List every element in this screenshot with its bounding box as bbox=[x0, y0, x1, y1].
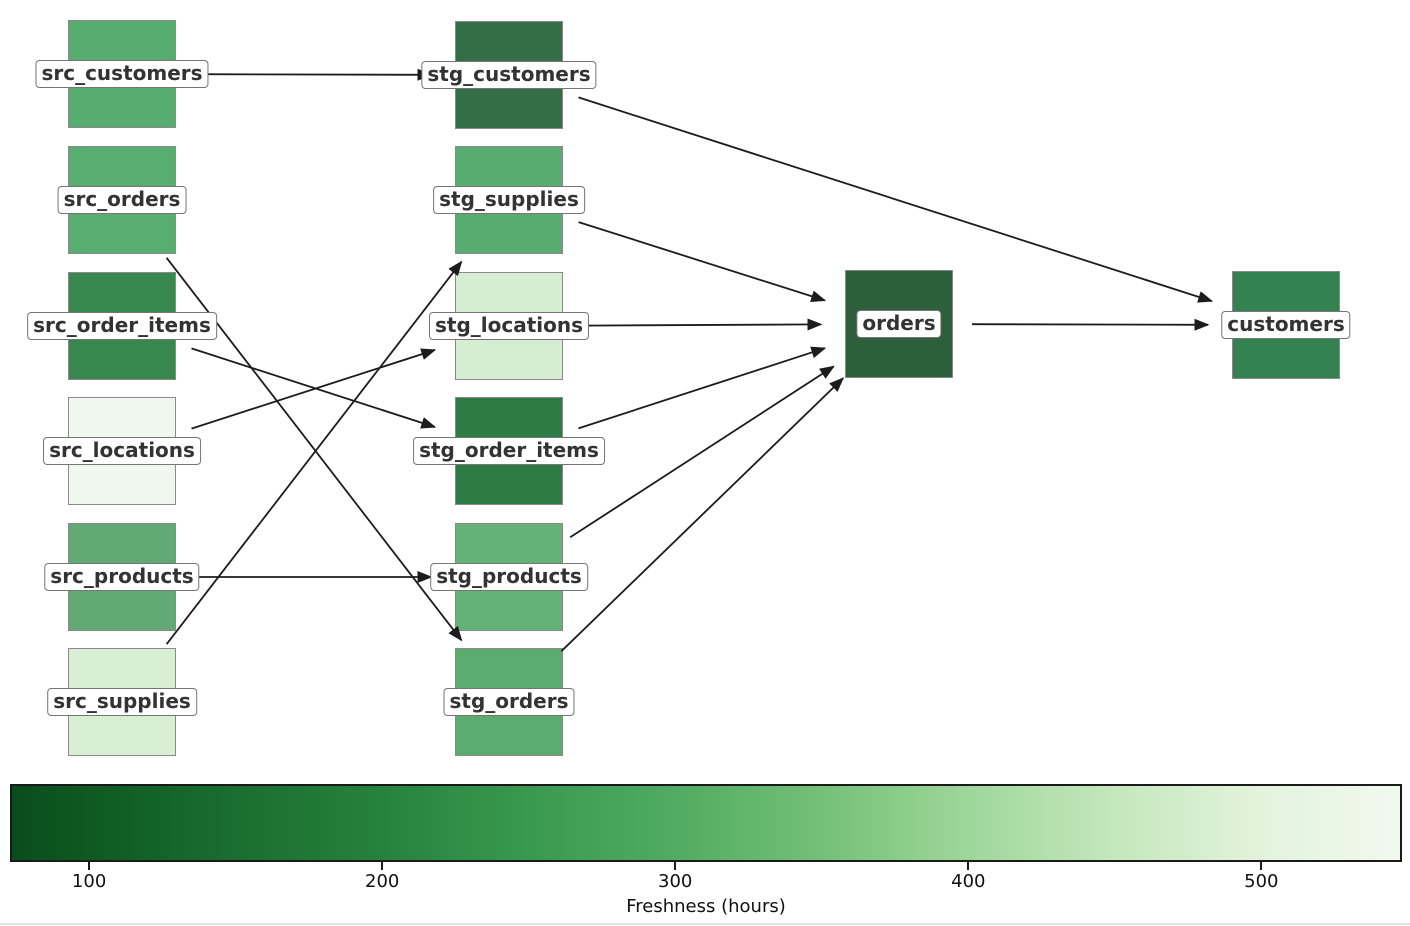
edge-src-locations-to-stg-locations bbox=[191, 348, 437, 430]
colorbar-axis-label: Freshness (hours) bbox=[626, 896, 786, 917]
node-label-stg-products: stg_products bbox=[430, 563, 588, 591]
freshness-colorbar bbox=[10, 784, 1402, 862]
figure-bottom-divider bbox=[0, 923, 1410, 925]
edge-stg-products-to-orders bbox=[569, 365, 835, 539]
node-label-src-order-items: src_order_items bbox=[27, 312, 217, 340]
colorbar-tick-label: 200 bbox=[365, 871, 400, 892]
node-label-src-products: src_products bbox=[44, 563, 200, 591]
colorbar-tick bbox=[88, 862, 91, 870]
colorbar-tick-label: 100 bbox=[71, 871, 107, 892]
colorbar-tick bbox=[381, 862, 384, 870]
edge-stg-customers-to-customers bbox=[578, 96, 1214, 303]
node-label-src-supplies: src_supplies bbox=[47, 688, 197, 716]
node-label-stg-locations: stg_locations bbox=[428, 312, 590, 340]
colorbar-tick bbox=[967, 862, 970, 870]
colorbar-tick-label: 300 bbox=[658, 871, 693, 892]
edge-src-supplies-to-stg-supplies bbox=[165, 260, 463, 645]
edge-stg-order-items-to-orders bbox=[578, 346, 827, 430]
node-label-orders: orders bbox=[856, 310, 942, 338]
edge-src-order-items-to-stg-order-items bbox=[191, 347, 437, 429]
node-label-src-locations: src_locations bbox=[43, 437, 201, 465]
node-label-stg-customers: stg_customers bbox=[421, 61, 597, 89]
node-label-src-customers: src_customers bbox=[35, 60, 209, 88]
edge-stg-locations-to-orders bbox=[581, 318, 823, 331]
node-label-customers: customers bbox=[1221, 311, 1351, 339]
node-label-stg-orders: stg_orders bbox=[443, 688, 575, 716]
edge-orders-to-customers bbox=[971, 318, 1210, 331]
edge-stg-supplies-to-orders bbox=[578, 221, 827, 303]
colorbar-tick bbox=[674, 862, 677, 870]
node-label-stg-order-items: stg_order_items bbox=[413, 437, 605, 465]
edge-stg-orders-to-orders bbox=[560, 377, 845, 652]
node-label-src-orders: src_orders bbox=[57, 186, 187, 214]
edge-src-customers-to-stg-customers bbox=[194, 68, 433, 81]
colorbar-tick bbox=[1260, 862, 1263, 870]
colorbar-tick-label: 500 bbox=[1244, 871, 1279, 892]
node-label-stg-supplies: stg_supplies bbox=[433, 186, 585, 214]
colorbar-tick-label: 400 bbox=[951, 871, 986, 892]
